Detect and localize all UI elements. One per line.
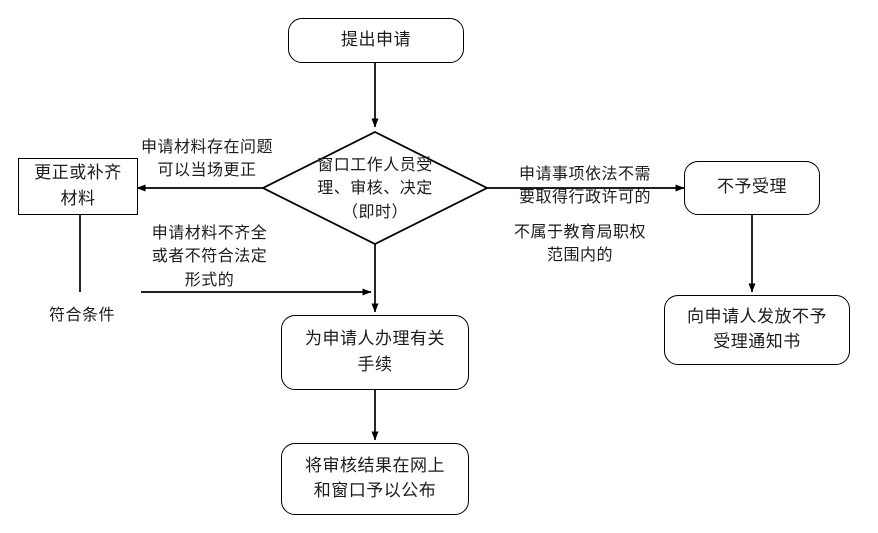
node-start-label: 提出申请 — [341, 29, 411, 50]
node-decision[interactable]: 窗口工作人员受 理、审核、决定 （即时） — [263, 132, 487, 244]
node-start[interactable]: 提出申请 — [288, 18, 464, 63]
edge-label-no-license-needed: 申请事项依法不需 要取得行政许可的 — [495, 139, 675, 209]
node-reject[interactable]: 不予受理 — [684, 161, 820, 215]
edge-label-out-of-scope: 不属于教育局职权 范围内的 — [490, 197, 670, 267]
edge-label-qualified: 符合条件 — [28, 280, 136, 326]
edge-label-onsite-fix-text: 申请材料存在问题 可以当场更正 — [140, 137, 273, 180]
edge-label-no-license-needed-text: 申请事项依法不需 要取得行政许可的 — [518, 164, 651, 207]
node-reject-notice-label: 向申请人发放不予 受理通知书 — [687, 306, 827, 353]
node-correct-materials-label: 更正或补齐 材料 — [34, 163, 122, 209]
node-decision-label: 窗口工作人员受 理、审核、决定 （即时） — [317, 155, 433, 221]
node-reject-notice[interactable]: 向申请人发放不予 受理通知书 — [664, 295, 850, 365]
node-reject-label: 不予受理 — [717, 177, 787, 198]
node-process-formalities[interactable]: 为申请人办理有关 手续 — [281, 315, 469, 390]
node-correct-materials[interactable]: 更正或补齐 材料 — [18, 158, 138, 215]
node-publish-result-label: 将审核结果在网上 和窗口予以公布 — [305, 455, 445, 502]
node-publish-result[interactable]: 将审核结果在网上 和窗口予以公布 — [281, 443, 469, 515]
node-process-formalities-label: 为申请人办理有关 手续 — [305, 329, 445, 375]
edge-label-incomplete: 申请材料不齐全 或者不符合法定 形式的 — [137, 198, 282, 291]
edge-label-incomplete-text: 申请材料不齐全 或者不符合法定 形式的 — [151, 223, 268, 289]
edge-label-out-of-scope-text: 不属于教育局职权 范围内的 — [513, 222, 646, 265]
edge-label-qualified-text: 符合条件 — [48, 305, 115, 325]
edge-label-onsite-fix: 申请材料存在问题 可以当场更正 — [112, 112, 302, 182]
